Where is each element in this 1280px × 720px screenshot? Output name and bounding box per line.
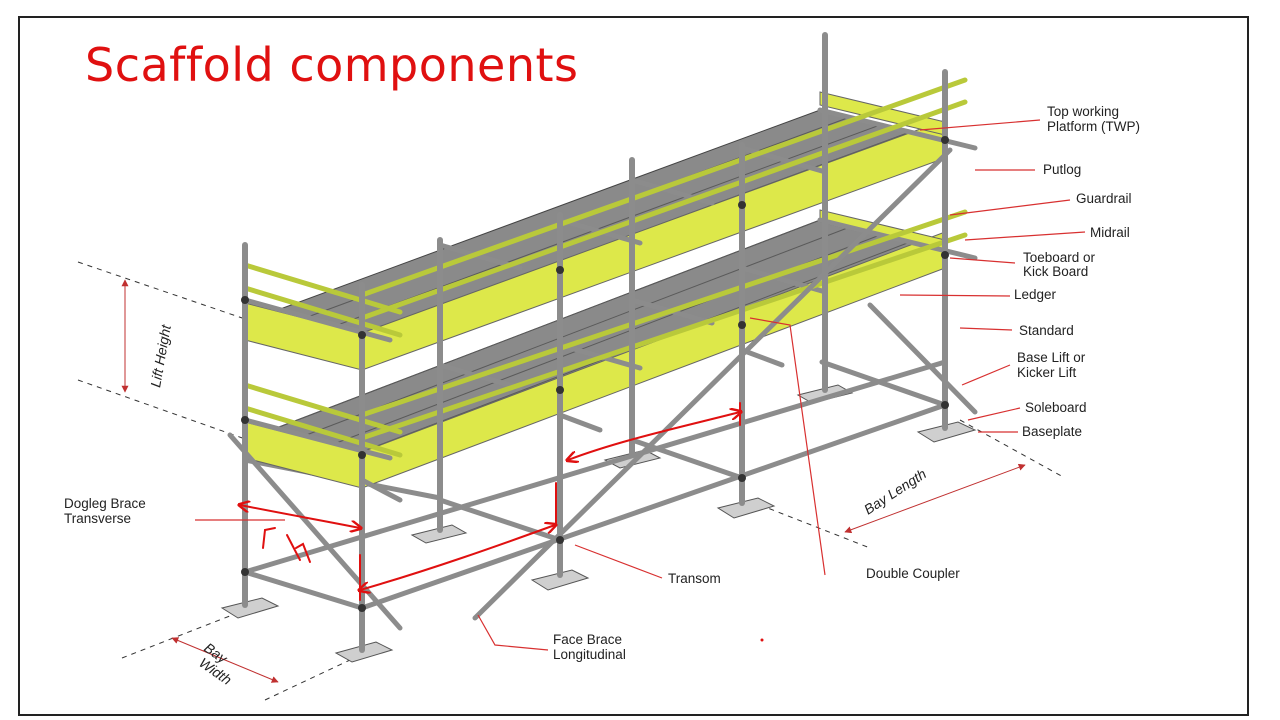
guardrails: [242, 77, 968, 458]
stray-dot: [760, 638, 764, 642]
slide-title: Scaffold components: [85, 38, 579, 92]
label-toeboard-2: Kick Board: [1023, 264, 1088, 279]
label-face-brace-2: Longitudinal: [553, 647, 626, 662]
label-bay-length: Bay Length: [861, 465, 929, 517]
label-baseplate: Baseplate: [1022, 424, 1082, 439]
label-midrail: Midrail: [1090, 225, 1130, 240]
label-standard: Standard: [1019, 323, 1074, 338]
label-lift-height: Lift Height: [147, 323, 174, 389]
label-transom: Transom: [668, 571, 721, 586]
label-top-working-platform-1: Top working: [1047, 104, 1119, 119]
lift-height-dimension: [77, 261, 249, 441]
label-guardrail: Guardrail: [1076, 191, 1132, 206]
label-toeboard-1: Toeboard or: [1023, 250, 1096, 265]
label-soleboard: Soleboard: [1025, 400, 1087, 415]
label-double-coupler: Double Coupler: [866, 566, 960, 581]
label-face-brace-1: Face Brace: [553, 632, 622, 647]
hand-annotations: [240, 402, 740, 601]
couplers: [241, 136, 949, 612]
bay-width-dimension: [121, 611, 351, 701]
label-base-lift-1: Base Lift or: [1017, 350, 1086, 365]
label-dogleg-brace-1: Dogleg Brace: [64, 496, 146, 511]
label-base-lift-2: Kicker Lift: [1017, 365, 1077, 380]
label-top-working-platform-2: Platform (TWP): [1047, 119, 1140, 134]
bay-length-dimension: [759, 419, 1066, 549]
label-dogleg-brace-2: Transverse: [64, 511, 131, 526]
label-ledger: Ledger: [1014, 287, 1057, 302]
label-putlog: Putlog: [1043, 162, 1081, 177]
leader-lines: [195, 119, 1086, 651]
